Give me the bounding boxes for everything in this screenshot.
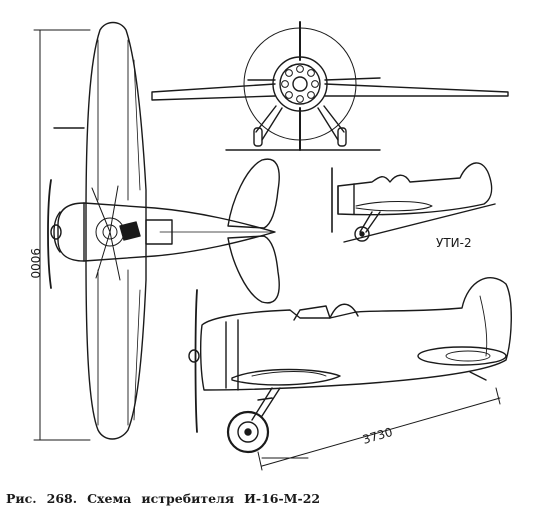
side-canopy — [293, 305, 331, 321]
front-cylinders — [281, 65, 319, 103]
plan-spinner — [50, 224, 62, 240]
side-cowling — [225, 319, 239, 391]
uti2-side-view — [331, 162, 496, 243]
uti2-cowling — [337, 183, 355, 215]
front-wing — [151, 83, 509, 101]
side-wheel — [226, 410, 270, 454]
caption-word-2: истребителя — [141, 491, 235, 506]
front-cowling-inner — [279, 63, 321, 105]
uti2-fuselage — [337, 162, 493, 216]
front-wheel-right — [337, 127, 347, 147]
front-landing-gear — [255, 105, 345, 141]
side-wheel-rim — [237, 421, 259, 443]
caption-number: 268. — [46, 491, 78, 506]
uti2-wheel — [354, 226, 370, 242]
plan-propeller — [47, 179, 52, 289]
uti2-label: УТИ-2 — [436, 236, 472, 250]
span-dimension-line — [33, 29, 91, 441]
plan-engine — [91, 185, 125, 281]
front-wheel-left — [253, 127, 263, 147]
three-view-drawing: 9000 УТИ-2 — [28, 21, 512, 471]
length-dimension-line — [257, 387, 501, 471]
side-stabilizer — [417, 346, 507, 366]
uti2-ground-line — [343, 203, 496, 243]
plan-aileron-lines — [133, 59, 141, 421]
figure-caption: Рис. 268. Схема истребителя И-16-М-22 — [6, 491, 330, 506]
caption-model: И-16-М-22 — [244, 491, 321, 506]
plan-stabilizer — [227, 158, 280, 304]
uti2-wing — [355, 201, 433, 212]
uti2-wheel-hub — [359, 231, 365, 237]
side-wing-inner — [251, 371, 327, 377]
plan-cockpit — [119, 221, 141, 241]
plan-headrest — [145, 219, 173, 245]
span-dimension-label: 9000 — [28, 248, 42, 279]
side-wing — [231, 368, 341, 386]
front-view — [151, 21, 509, 151]
caption-word-1: Схема — [87, 491, 132, 506]
side-rudder-line — [479, 295, 488, 357]
side-headrest — [329, 303, 359, 319]
plan-view — [33, 21, 280, 441]
side-propeller — [194, 289, 198, 433]
side-wheel-hub — [244, 428, 252, 436]
front-hub — [292, 76, 308, 92]
side-spinner — [188, 349, 200, 363]
front-stab — [247, 77, 381, 81]
side-landing-gear — [251, 387, 281, 421]
plan-wing-panel-lines — [97, 39, 129, 426]
main-side-view — [188, 277, 512, 471]
plan-wing — [85, 21, 147, 440]
side-tail-skid — [469, 371, 487, 381]
length-dimension-label: 3730 — [361, 425, 394, 447]
side-stabilizer-inner — [445, 350, 491, 362]
caption-prefix: Рис. — [6, 491, 37, 506]
uti2-gear — [359, 211, 381, 233]
plan-cowling — [53, 202, 85, 262]
